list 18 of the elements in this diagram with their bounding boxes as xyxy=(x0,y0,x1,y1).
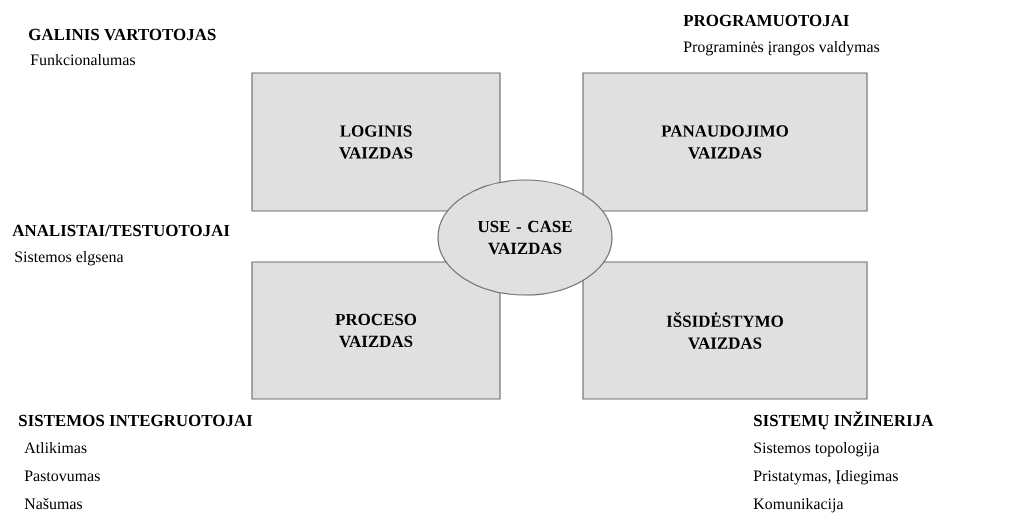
concern-text: Atlikimas xyxy=(24,441,87,454)
view-box: PROCESO VAIZDAS xyxy=(251,261,501,400)
concern-text: Sistemos topologija xyxy=(754,441,880,457)
concern-text: Sistemos elgsena xyxy=(15,250,124,266)
role-heading: SISTEMŲ INŽINERIJA xyxy=(754,411,934,430)
role-heading: ANALISTAI/TESTUOTOJAI xyxy=(12,224,230,237)
concern-text: Funkcionalumas xyxy=(30,53,135,66)
concern-text: Programinės įrangos valdymas xyxy=(683,40,880,56)
role-heading: GALINIS VARTOTOJAS xyxy=(29,28,216,41)
view-box: PANAUDOJIMO VAIZDAS xyxy=(582,72,868,212)
role-heading: PROGRAMUOTOJAI xyxy=(683,14,849,27)
concern-text: Našumas xyxy=(24,497,83,510)
concern-text: Pastovumas xyxy=(24,470,100,482)
view-box: IŠSIDĖSTYMO VAIZDAS xyxy=(582,261,868,400)
concern-text: Pristatymas, Įdiegimas xyxy=(753,469,898,485)
role-heading: SISTEMOS INTEGRUOTOJAI xyxy=(19,414,253,427)
view-box: LOGINIS VAIZDAS xyxy=(251,72,501,212)
concern-text: Komunikacija xyxy=(753,497,844,513)
